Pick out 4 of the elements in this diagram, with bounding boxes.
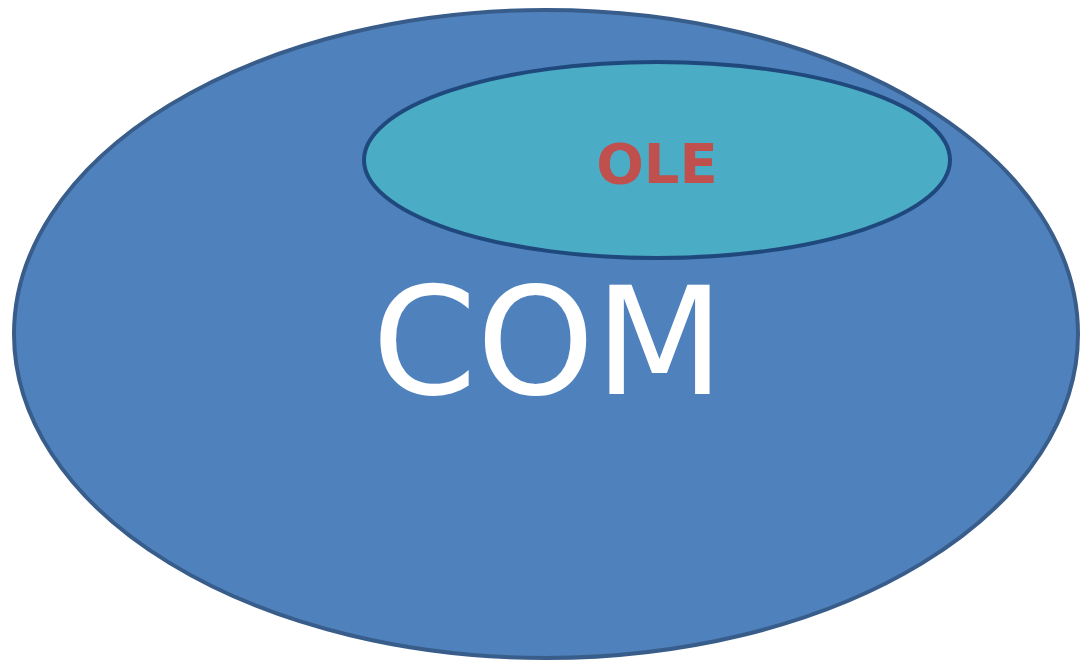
ellipse-node [12, 8, 1080, 660]
ellipse-node [362, 60, 952, 260]
ellipse-label: COM [371, 267, 725, 417]
ellipse-label: OLE [596, 136, 718, 192]
